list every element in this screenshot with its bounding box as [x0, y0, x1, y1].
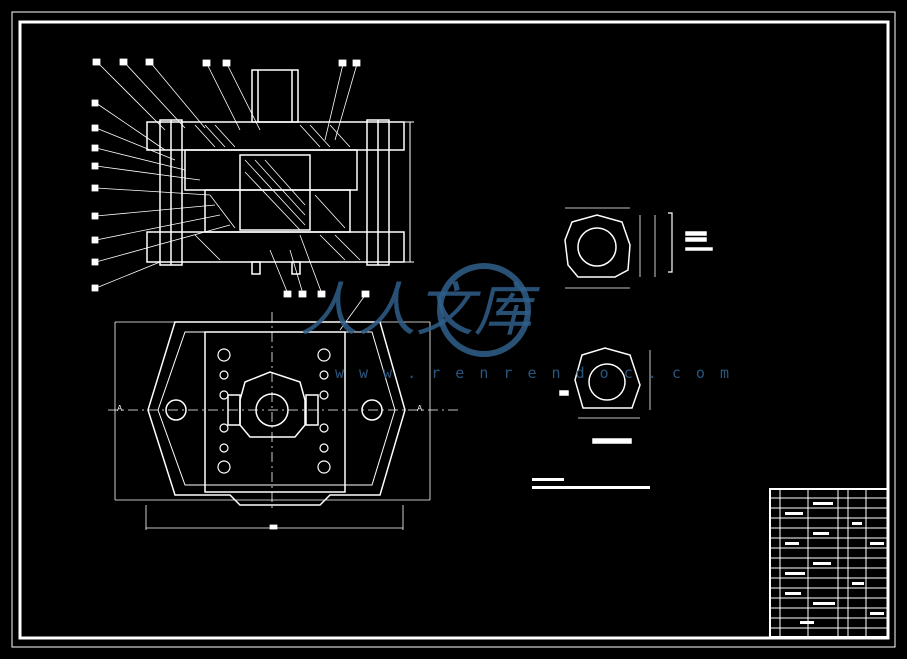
- part-detail-bottom: [559, 347, 651, 444]
- watermark: 人人文库 w w w . r e n r e n d o c . c o m: [300, 263, 732, 382]
- outer-border: [11, 11, 896, 648]
- watermark-url-text: w w w . r e n r e n d o c . c o m: [335, 364, 732, 382]
- technical-note-line-2: [532, 486, 650, 489]
- watermark-brand-text: 人人文库: [300, 276, 540, 344]
- part-detail-top: [564, 207, 713, 289]
- technical-note-line: [532, 478, 564, 481]
- part-leaders: [91, 58, 370, 331]
- assembly-hatching: [194, 124, 361, 261]
- section-mark-left: A: [117, 404, 123, 413]
- section-mark-right: A: [417, 404, 423, 413]
- inner-border: [18, 20, 890, 640]
- title-block: [769, 488, 889, 638]
- plan-view: [147, 321, 406, 506]
- plan-view-dimensions: [108, 312, 460, 530]
- assembly-section-view: [146, 69, 414, 275]
- plan-view-bolts: [217, 348, 331, 474]
- renrendoc-circle-logo-icon: [437, 263, 531, 357]
- title-block-fills: [785, 502, 884, 624]
